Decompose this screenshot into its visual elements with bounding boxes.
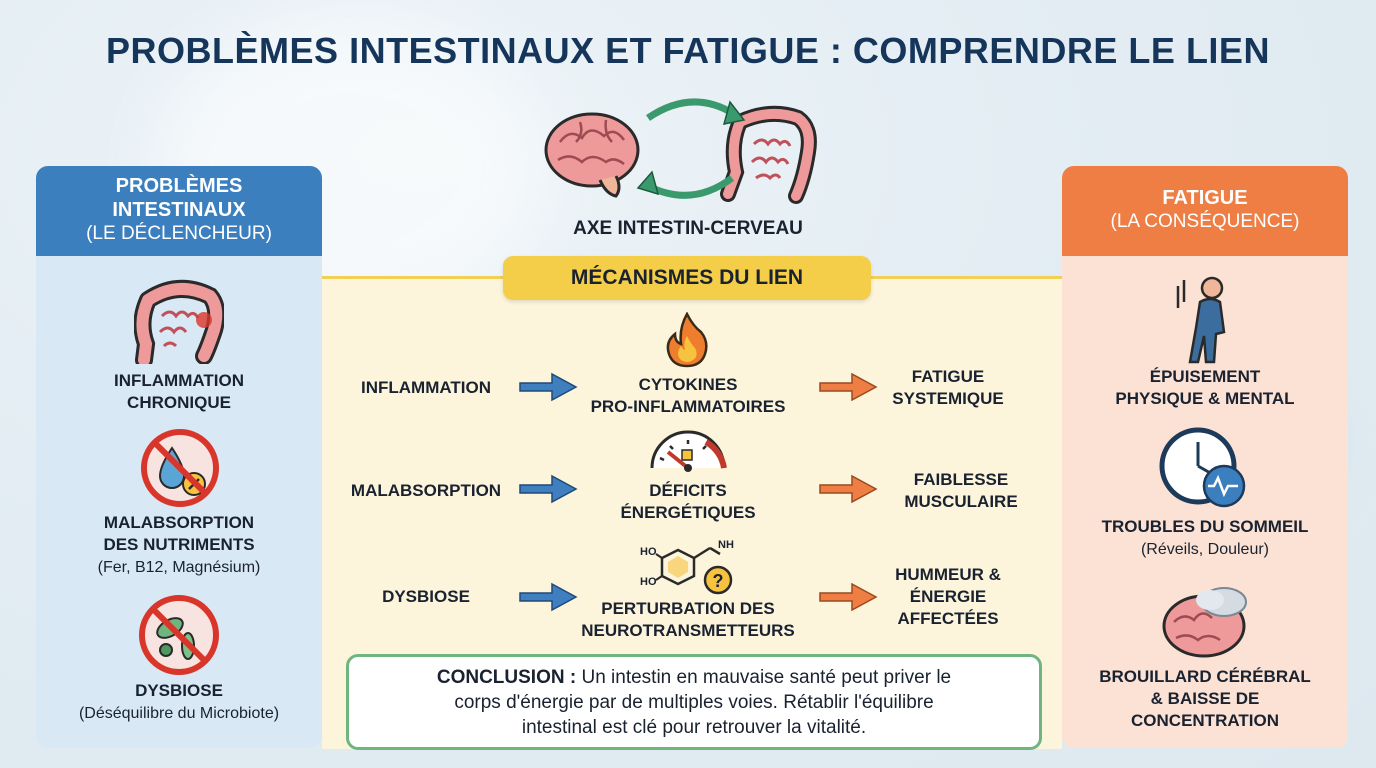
- orange-arrow: [819, 372, 878, 402]
- left-item-dysbiosis-sub: (Déséquilibre du Microbiote): [78, 705, 280, 722]
- molecule-icon: HO HO NH ?: [640, 539, 734, 595]
- axis-label: AXE INTESTIN-CERVEAU: [573, 218, 803, 239]
- foggy-brain-icon: [1162, 587, 1247, 658]
- cycle-arrow-top: [646, 98, 736, 121]
- cause-inflammation: INFLAMMATION: [361, 378, 491, 397]
- conclusion-text-1: Un intestin en mauvaise santé peut prive…: [576, 667, 952, 688]
- fire-icon: [666, 312, 708, 368]
- blue-arrow: [519, 582, 578, 612]
- question-mark: ?: [713, 571, 724, 591]
- inflamed-intestine-icon: [134, 279, 224, 364]
- conclusion-text-3: intestinal est clé pour retrouver la vit…: [521, 717, 867, 738]
- brain-icon: [544, 112, 640, 198]
- right-panel-title: FATIGUE: [1162, 187, 1248, 209]
- cause-malabsorption: MALABSORPTION: [350, 481, 502, 500]
- right-item-sleep: TROUBLES DU SOMMEIL: [1101, 517, 1309, 536]
- molecule-ho-bottom: HO: [640, 576, 657, 588]
- left-item-dysbiosis: DYSBIOSE: [135, 681, 223, 700]
- left-panel-subtitle: (LE DÉCLENCHEUR): [86, 223, 272, 244]
- right-panel-header: FATIGUE (LA CONSÉQUENCE): [1062, 166, 1348, 256]
- blue-arrow: [519, 372, 578, 402]
- molecule-nh: NH: [718, 539, 734, 551]
- blue-arrow: [519, 474, 578, 504]
- left-item-malabsorption-sub: (Fer, B12, Magnésium): [97, 559, 261, 576]
- no-nutrients-icon: [141, 429, 219, 507]
- orange-arrow: [819, 474, 878, 504]
- cycle-arrowhead-top: [722, 100, 746, 125]
- right-panel-subtitle: (LA CONSÉQUENCE): [1110, 211, 1300, 232]
- right-item-sleep-sub: (Réveils, Douleur): [1140, 541, 1270, 558]
- clock-icon: [1159, 427, 1246, 508]
- molecule-ho-top: HO: [640, 546, 657, 558]
- cycle-arrowhead-bottom: [636, 170, 660, 196]
- mechanisms-banner: MÉCANISMES DU LIEN: [503, 256, 871, 300]
- cycle-arrow-bottom: [646, 175, 735, 199]
- page-title: PROBLÈMES INTESTINAUX ET FATIGUE : COMPR…: [106, 30, 1270, 71]
- intestine-icon: [720, 105, 817, 204]
- exhausted-person-icon: [1176, 276, 1226, 364]
- cause-dysbiosis: DYSBIOSE: [382, 587, 470, 606]
- conclusion-box: CONCLUSION : Un intestin en mauvaise san…: [346, 654, 1042, 750]
- gut-brain-cycle: [544, 98, 817, 204]
- orange-arrow: [819, 582, 878, 612]
- fuel-gauge-icon: [650, 430, 727, 472]
- conclusion-label: CONCLUSION :: [436, 667, 577, 688]
- no-bacteria-icon: [139, 595, 219, 675]
- conclusion-text-2: corps d'énergie par de multiples voies. …: [454, 692, 934, 713]
